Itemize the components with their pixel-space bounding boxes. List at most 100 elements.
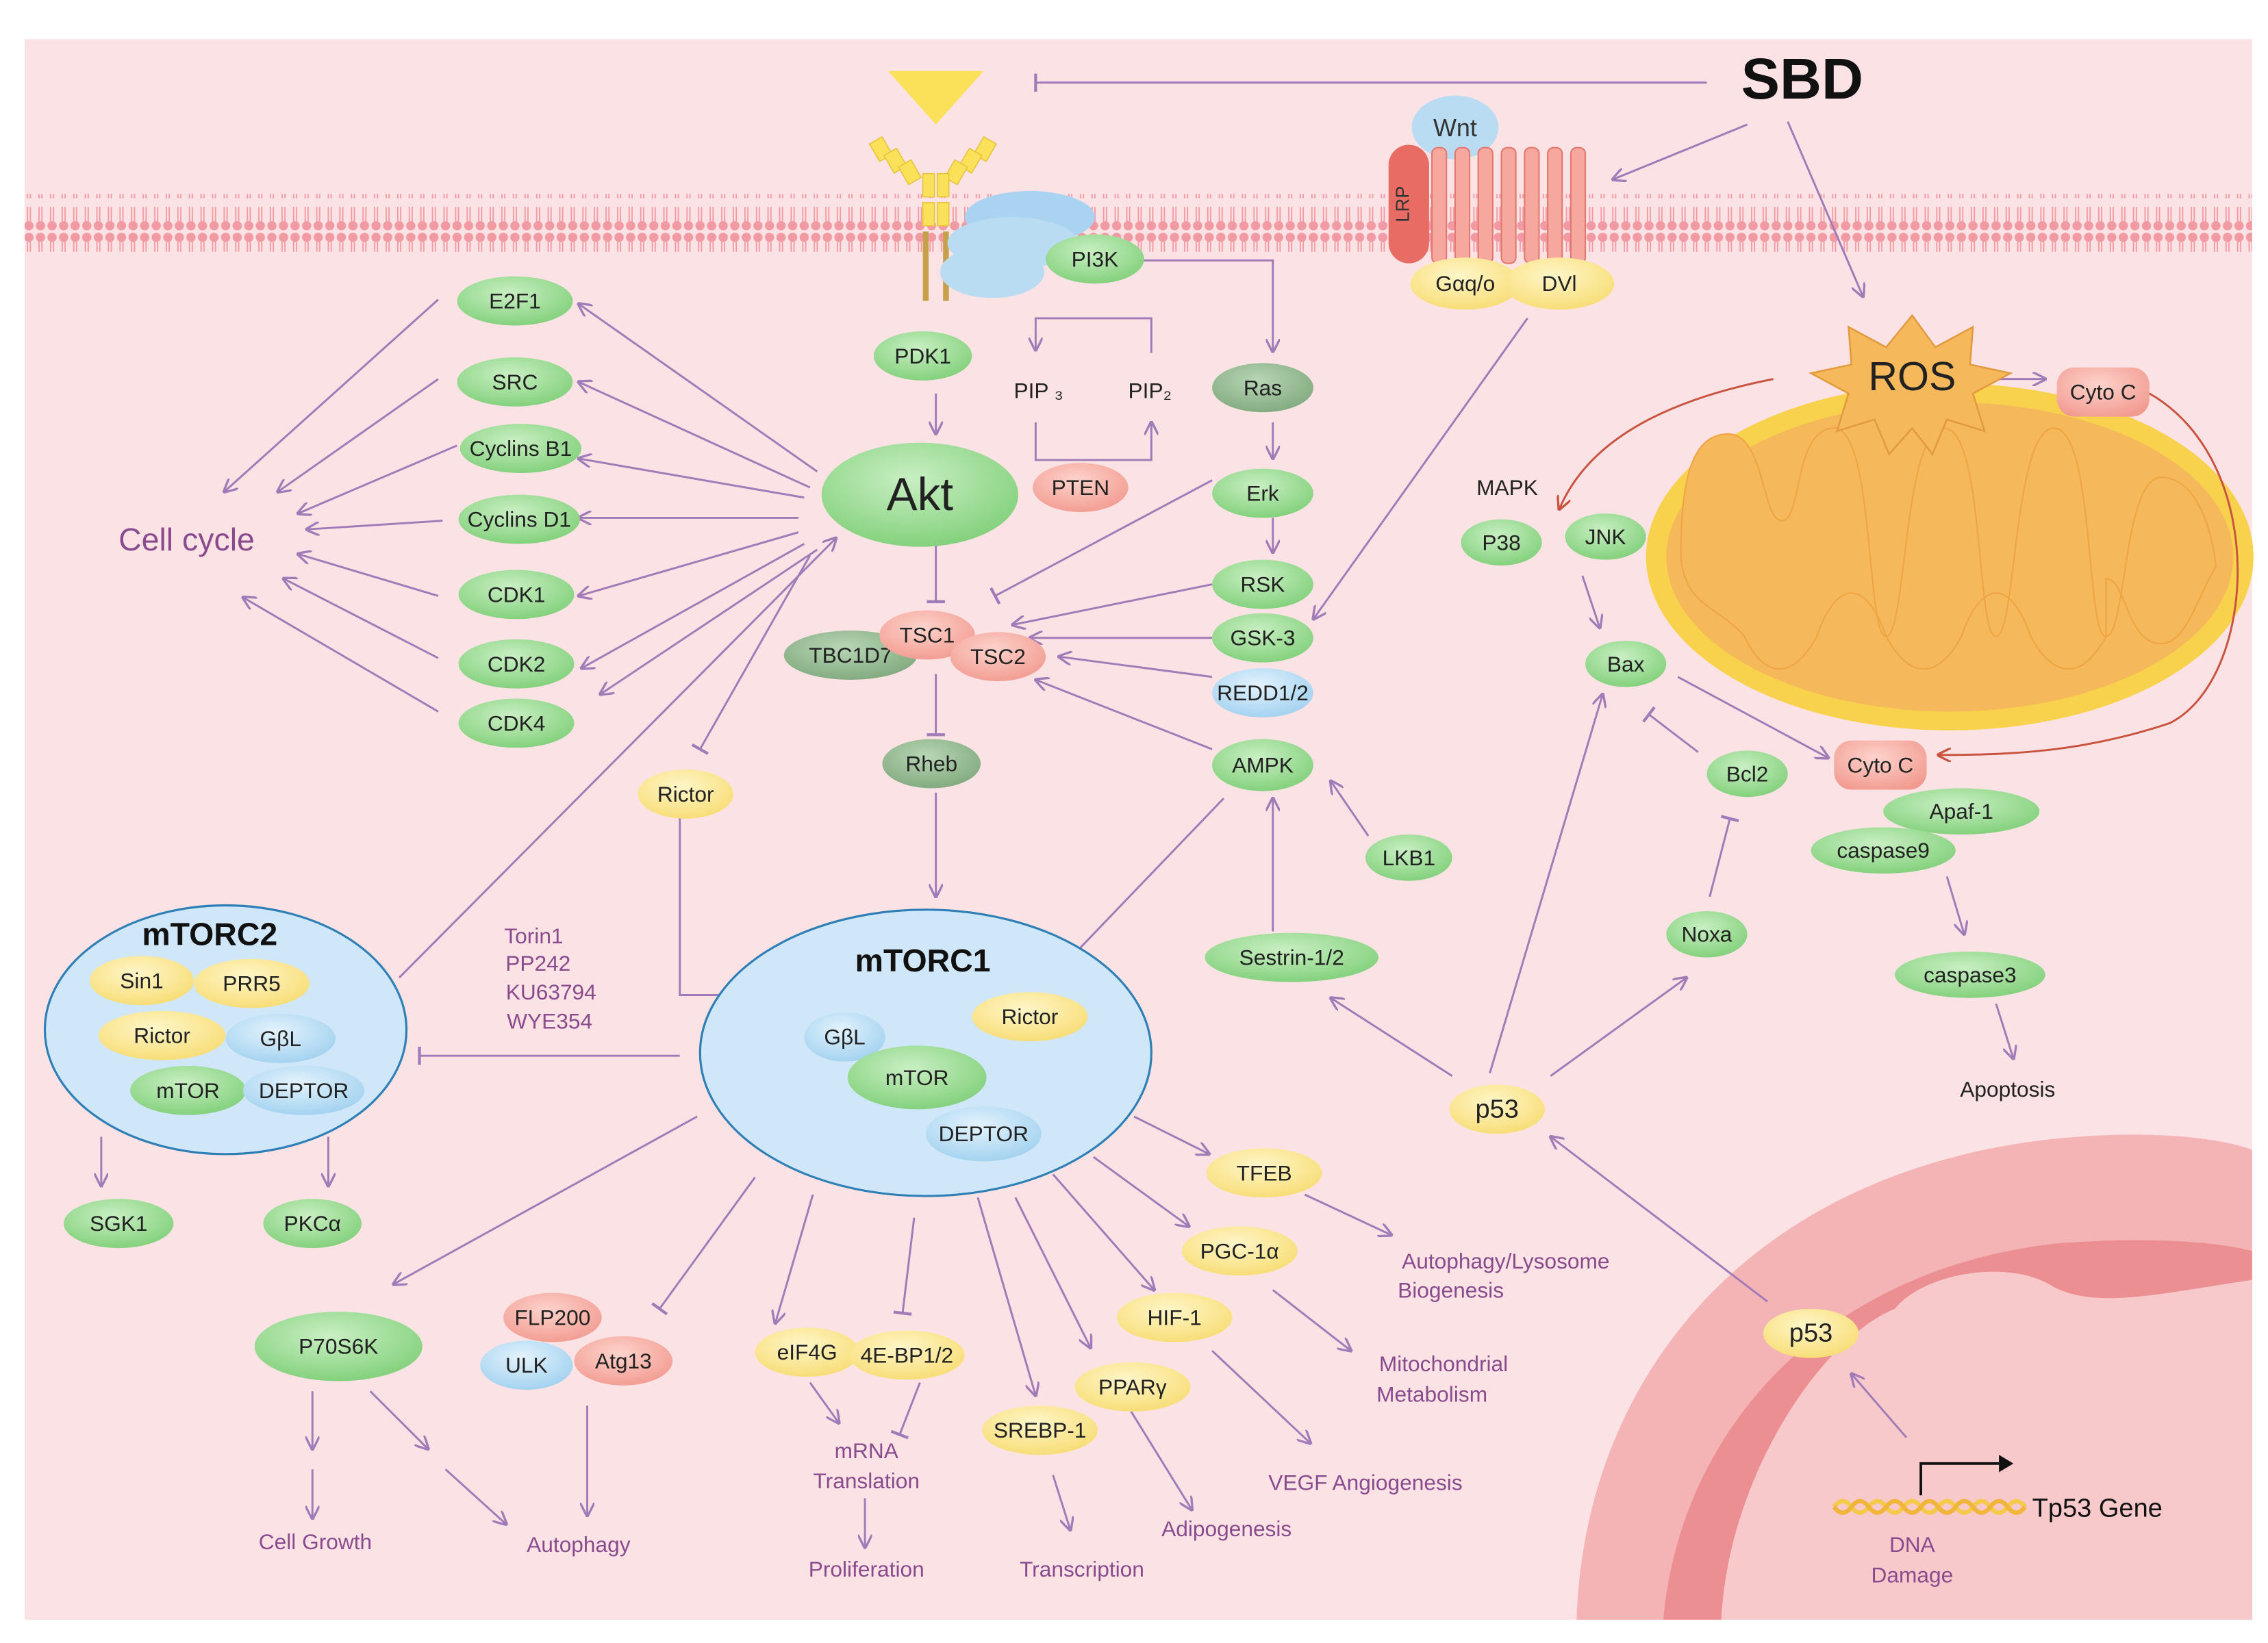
- ulk-node: ULK: [480, 1340, 573, 1390]
- svg-text:PTEN: PTEN: [1052, 475, 1109, 500]
- svg-text:Apaf-1: Apaf-1: [1930, 799, 1993, 824]
- ros-star: ROS: [1808, 314, 2013, 456]
- mtorc2-rictor: Rictor: [98, 1010, 226, 1060]
- cyto-c-mid-node: Cyto C: [1834, 740, 1927, 790]
- hif1-node: HIF-1: [1116, 1292, 1233, 1342]
- akt-node: Akt: [821, 442, 1019, 547]
- svg-text:Noxa: Noxa: [1681, 922, 1732, 947]
- svg-text:eIF4G: eIF4G: [777, 1340, 837, 1364]
- sgk1-node: SGK1: [63, 1199, 174, 1249]
- wnt-receptor: LRP Wnt: [1388, 95, 1587, 264]
- mtorc2-sin1: Sin1: [89, 956, 194, 1006]
- damage-label: Damage: [1872, 1562, 1954, 1587]
- svg-text:mTOR: mTOR: [885, 1065, 949, 1090]
- ampk-node: AMPK: [1212, 739, 1313, 791]
- svg-text:Gαq/o: Gαq/o: [1435, 271, 1495, 296]
- pkca-node: PKCα: [263, 1199, 362, 1249]
- mtorc2-complex: mTORC2 Sin1 PRR5 Rictor GβL mTOR DEPTOR: [43, 904, 408, 1156]
- dna-label: DNA: [1889, 1532, 1936, 1557]
- svg-text:GSK-3: GSK-3: [1230, 626, 1295, 650]
- svg-text:Cyto C: Cyto C: [2070, 380, 2137, 405]
- caspase3-node: caspase3: [1895, 952, 2045, 998]
- mtorc1-deptor: DEPTOR: [925, 1106, 1042, 1162]
- svg-text:DVl: DVl: [1541, 271, 1576, 296]
- inhibitor-wye354: WYE354: [507, 1008, 592, 1033]
- svg-text:Rictor: Rictor: [1002, 1004, 1059, 1029]
- svg-text:TSC2: TSC2: [970, 644, 1026, 669]
- cdk4-node: CDK4: [458, 698, 575, 748]
- cdk1-node: CDK1: [458, 570, 575, 620]
- svg-text:Sestrin-1/2: Sestrin-1/2: [1239, 945, 1344, 970]
- svg-text:AMPK: AMPK: [1232, 753, 1294, 778]
- svg-text:DEPTOR: DEPTOR: [259, 1078, 349, 1103]
- svg-text:TBC1D7: TBC1D7: [809, 643, 892, 667]
- cyto-c-top-node: Cyto C: [2056, 367, 2150, 417]
- mtorc1-gbl: GβL: [804, 1012, 885, 1062]
- svg-text:CDK4: CDK4: [488, 711, 545, 735]
- erk-node: Erk: [1212, 468, 1313, 518]
- svg-text:ULK: ULK: [505, 1353, 548, 1377]
- mrna-label: mRNA: [835, 1438, 899, 1463]
- apoptosis-label: Apoptosis: [1960, 1077, 2055, 1101]
- mtorc2-mtor: mTOR: [130, 1065, 247, 1115]
- svg-text:TSC1: TSC1: [899, 623, 955, 648]
- rheb-node: Rheb: [882, 739, 981, 789]
- svg-text:CDK2: CDK2: [488, 652, 545, 676]
- pten-node: PTEN: [1033, 463, 1129, 512]
- svg-text:GβL: GβL: [260, 1026, 301, 1051]
- mtorc1-mtor: mTOR: [847, 1045, 987, 1110]
- e2f1-node: E2F1: [457, 276, 573, 326]
- bcl2-node: Bcl2: [1706, 750, 1788, 798]
- transcription-label: Transcription: [1020, 1557, 1144, 1581]
- rictor-node: Rictor: [638, 769, 733, 819]
- svg-text:Cyto C: Cyto C: [1848, 753, 1914, 778]
- mtorc1-complex: mTORC1 Rictor GβL mTOR DEPTOR: [698, 908, 1152, 1197]
- atg13-node: Atg13: [574, 1336, 673, 1386]
- apaf1-node: Apaf-1: [1883, 788, 2040, 835]
- cyclins-d1-node: Cyclins D1: [458, 494, 581, 544]
- svg-text:LKB1: LKB1: [1383, 845, 1435, 870]
- mtorc2-gbl: GβL: [225, 1013, 336, 1063]
- lrp-label: LRP: [1391, 186, 1413, 222]
- pip2-label: PIP₂: [1129, 379, 1172, 403]
- p53-nucleus-node: p53: [1763, 1308, 1859, 1358]
- svg-text:Rictor: Rictor: [657, 782, 714, 806]
- inhibitor-torin1: Torin1: [504, 924, 563, 948]
- lkb1-node: LKB1: [1365, 835, 1452, 881]
- proliferation-label: Proliferation: [809, 1557, 924, 1581]
- tp53-gene-label: Tp53 Gene: [2032, 1494, 2163, 1523]
- autophagy-label: Autophagy: [527, 1532, 631, 1557]
- pdk1-node: PDK1: [873, 331, 972, 381]
- p70s6k-node: P70S6K: [254, 1312, 423, 1381]
- svg-text:PDK1: PDK1: [894, 344, 951, 368]
- svg-text:HIF-1: HIF-1: [1148, 1306, 1202, 1330]
- svg-text:PI3K: PI3K: [1072, 246, 1119, 271]
- svg-text:Sin1: Sin1: [120, 968, 163, 993]
- vegf-label: VEGF Angiogenesis: [1268, 1470, 1462, 1494]
- svg-text:PPARγ: PPARγ: [1098, 1375, 1167, 1399]
- cell-growth-label: Cell Growth: [259, 1529, 372, 1554]
- svg-text:FLP200: FLP200: [514, 1306, 590, 1330]
- svg-text:PGC-1α: PGC-1α: [1200, 1238, 1279, 1263]
- mito-label: Mitochondrial: [1379, 1351, 1508, 1376]
- src-node: SRC: [457, 357, 573, 407]
- svg-text:p53: p53: [1789, 1319, 1832, 1348]
- inhibitor-ku63794: KU63794: [506, 980, 596, 1004]
- tsc2-node: TSC2: [950, 632, 1046, 682]
- ppar-node: PPARγ: [1074, 1362, 1191, 1412]
- svg-text:mTOR: mTOR: [156, 1078, 220, 1103]
- svg-text:P38: P38: [1482, 530, 1520, 555]
- svg-text:SRC: SRC: [492, 370, 538, 394]
- redd-node: REDD1/2: [1212, 668, 1313, 717]
- mitochondrion: [1646, 383, 2254, 730]
- svg-text:SREBP-1: SREBP-1: [994, 1418, 1087, 1442]
- ras-node: Ras: [1212, 363, 1313, 413]
- nucleus: [1576, 1134, 2252, 1620]
- tfeb-node: TFEB: [1206, 1148, 1322, 1198]
- cyclins-b1-node: Cyclins B1: [459, 424, 582, 473]
- receptor: [868, 71, 1095, 301]
- svg-text:ROS: ROS: [1868, 353, 1956, 399]
- svg-text:PKCα: PKCα: [284, 1211, 341, 1236]
- svg-text:p53: p53: [1475, 1095, 1518, 1123]
- mtorc2-deptor: DEPTOR: [242, 1065, 365, 1115]
